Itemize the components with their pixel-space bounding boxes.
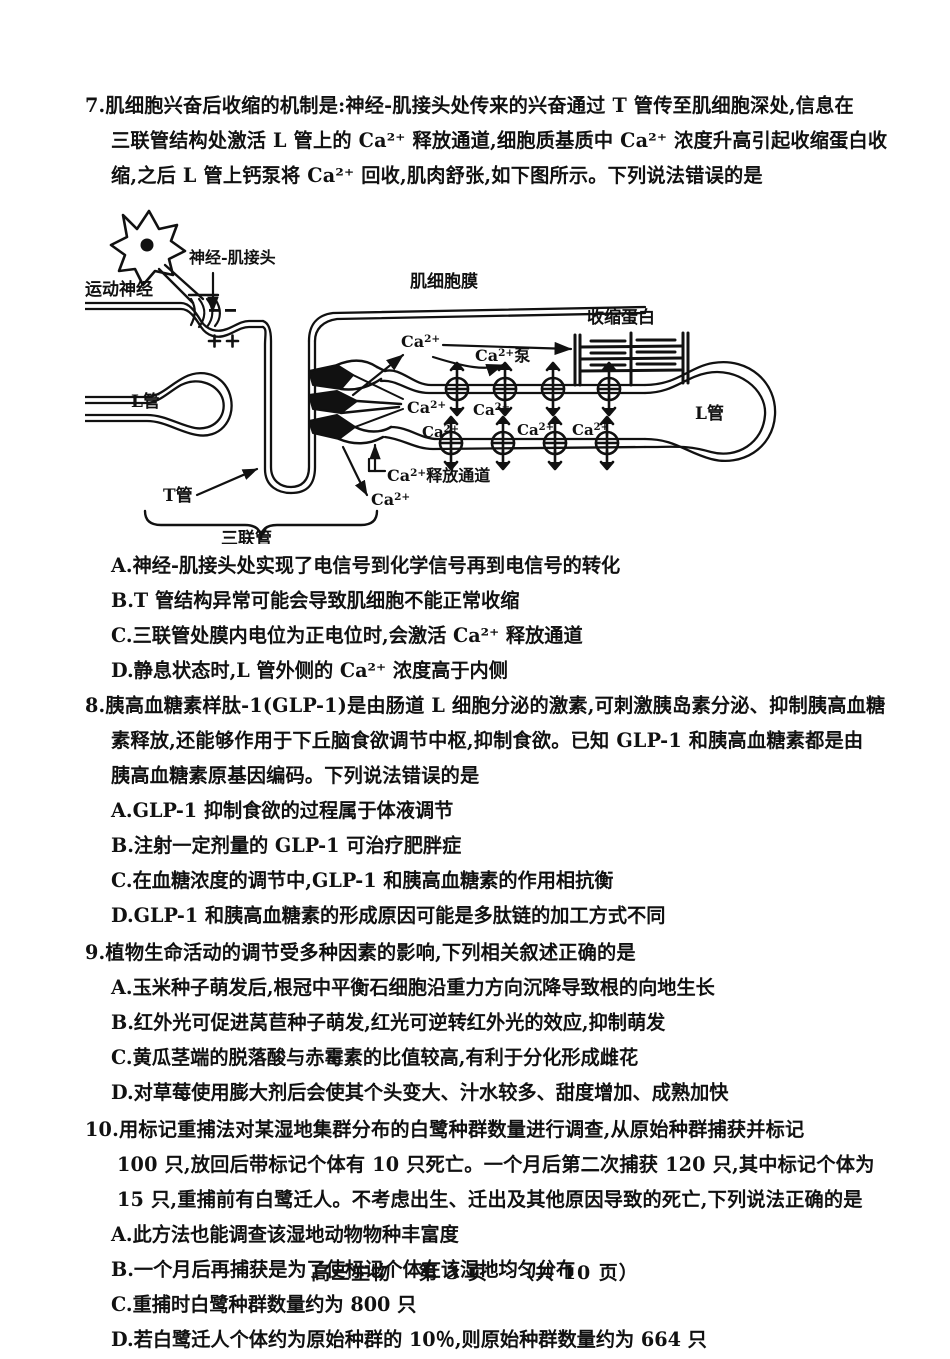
label-l-tube-right: L管 xyxy=(695,403,724,424)
question-7-stem-line-2: 三联管结构处激活 L 管上的 Ca²⁺ 释放通道,细胞质基质中 Ca²⁺ 浓度升… xyxy=(111,129,888,152)
label-neuromuscular-junction: 神经-肌接头 xyxy=(189,248,276,267)
question-10-option-c: C.重捕时白鹭种群数量约为 800 只 xyxy=(111,1293,417,1316)
arrow-channel-to-ca xyxy=(351,353,405,397)
label-l-tube-left: L管 xyxy=(131,391,160,412)
contractile-protein-icon xyxy=(573,331,690,387)
sr-lower-inner xyxy=(383,435,647,451)
sr-upper-inner xyxy=(379,379,647,395)
question-9-option-c: C.黄瓜茎端的脱落酸与赤霉素的比值较高,有利于分化形成雌花 xyxy=(111,1046,639,1069)
question-8-option-c: C.在血糖浓度的调节中,GLP-1 和胰高血糖素的作用相抗衡 xyxy=(111,869,614,892)
label-ca-pump-lower-3: Ca2+ xyxy=(572,421,609,439)
ca-release-channels xyxy=(308,359,403,445)
label-t-tube: T管 xyxy=(163,485,193,506)
footer-subject: 高三生物 xyxy=(311,1262,392,1284)
ca-pumps-upper xyxy=(444,361,622,417)
question-7-option-c: C.三联管处膜内电位为正电位时,会激活 Ca²⁺ 释放通道 xyxy=(111,624,583,647)
neuron-nucleus-icon xyxy=(140,238,154,252)
question-7-stem-line-1: 7.肌细胞兴奋后收缩的机制是:神经-肌接头处传来的兴奋通过 T 管传至肌细胞深处… xyxy=(85,94,854,117)
label-ca-release-channel: Ca2+释放通道 xyxy=(387,466,490,485)
t-tube-outer-right xyxy=(289,339,311,489)
question-10-option-a: A.此方法也能调查该湿地动物物种丰富度 xyxy=(111,1223,459,1246)
sr-lower-outer xyxy=(389,425,647,441)
question-9: 9.植物生命活动的调节受多种因素的影响,下列相关叙述正确的是 A.玉米种子萌发后… xyxy=(85,935,875,1110)
label-ca-cytosol: Ca2+ xyxy=(407,398,446,417)
question-8-stem-line-1: 8.胰高血糖素样肽-1(GLP-1)是由肠道 L 细胞分泌的激素,可刺激胰岛素分… xyxy=(85,694,886,717)
l-tube-left-outer xyxy=(85,372,233,437)
question-10-stem-line-1: 10.用标记重捕法对某湿地集群分布的白鹭种群数量进行调查,从原始种群捕获并标记 xyxy=(85,1118,805,1141)
label-motor-neuron: 运动神经 xyxy=(85,279,153,300)
positive-charges xyxy=(207,334,240,348)
negative-charge-1 xyxy=(209,309,220,312)
page-content: 7.肌细胞兴奋后收缩的机制是:神经-肌接头处传来的兴奋通过 T 管传至肌细胞深处… xyxy=(85,88,888,1359)
label-ca-pump-upper-1: Ca2+ xyxy=(473,401,510,419)
ca-pumps-lower xyxy=(438,415,620,471)
question-9-option-d: D.对草莓使用膨大剂后会使其个头变大、汁水较多、甜度增加、成熟加快 xyxy=(111,1081,729,1104)
label-ca-pump-lower-1: Ca2+ xyxy=(517,421,554,439)
arrow-ca-diffuse xyxy=(341,445,369,497)
question-10-option-b: B.一个月后再捕获是为了使标记个体在该湿地均匀分布 xyxy=(111,1258,576,1281)
question-7-options: A.神经-肌接头处实现了电信号到化学信号再到电信号的转化 B.T 管结构异常可能… xyxy=(85,548,875,688)
l-tube-right-outer xyxy=(643,360,777,462)
label-contractile-protein: 收缩蛋白 xyxy=(587,307,655,328)
question-7-option-b: B.T 管结构异常可能会导致肌细胞不能正常收缩 xyxy=(111,589,520,612)
t-tube-inner-right xyxy=(289,339,317,495)
sr-upper-outer xyxy=(383,369,647,387)
arrow-t-tube-label xyxy=(195,467,259,497)
sarcolemma-outer xyxy=(307,305,647,343)
question-10: 10.用标记重捕法对某湿地集群分布的白鹭种群数量进行调查,从原始种群捕获并标记 … xyxy=(85,1112,875,1357)
membrane-outer-left xyxy=(85,301,265,332)
question-10-stem-line-2: 100 只,放回后带标记个体有 10 只死亡。一个月后第二次捕获 120 只,其… xyxy=(117,1153,875,1176)
l-tube-right-inner xyxy=(643,370,767,455)
page-footer: 高三生物 第 3 页 （共 10 页） xyxy=(0,1258,950,1285)
label-ca-pump: Ca2+泵 xyxy=(475,346,530,365)
question-8-stem-line-2: 素释放,还能够作用于下丘脑食欲调节中枢,抑制食欲。已知 GLP-1 和胰高血糖素… xyxy=(111,729,864,752)
question-8-option-a: A.GLP-1 抑制食欲的过程属于体液调节 xyxy=(111,799,454,822)
question-7: 7.肌细胞兴奋后收缩的机制是:神经-肌接头处传来的兴奋通过 T 管传至肌细胞深处… xyxy=(85,88,888,193)
question-7-option-d: D.静息状态时,L 管外侧的 Ca²⁺ 浓度高于内侧 xyxy=(111,659,508,682)
question-7-stem-line-3: 缩,之后 L 管上钙泵将 Ca²⁺ 回收,肌肉舒张,如下图所示。下列说法错误的是 xyxy=(111,164,763,187)
membrane-inner-left xyxy=(85,307,265,338)
neuron-soma-icon xyxy=(109,209,187,287)
question-8-stem-line-3: 胰高血糖素原基因编码。下列说法错误的是 xyxy=(111,764,480,787)
label-triad: 三联管 xyxy=(221,528,272,544)
label-ca-bottom: Ca2+ xyxy=(371,490,410,509)
question-8-option-d: D.GLP-1 和胰高血糖素的形成原因可能是多肽链的加工方式不同 xyxy=(111,904,666,927)
question-10-stem-line-3: 15 只,重捕前有白鹭迁人。不考虑出生、迁出及其他原因导致的死亡,下列说法正确的… xyxy=(117,1188,863,1211)
t-tube-inner-left xyxy=(261,325,293,495)
question-9-option-a: A.玉米种子萌发后,根冠中平衡石细胞沿重力方向沉降导致根的向地生长 xyxy=(111,976,715,999)
triad-bracket xyxy=(143,509,379,541)
question-8: 8.胰高血糖素样肽-1(GLP-1)是由肠道 L 细胞分泌的激素,可刺激胰岛素分… xyxy=(85,688,886,933)
negative-charge-2 xyxy=(225,309,236,312)
question-9-stem-line-1: 9.植物生命活动的调节受多种因素的影响,下列相关叙述正确的是 xyxy=(85,941,636,964)
sarcolemma-inner xyxy=(313,311,647,343)
arrow-ca-to-pump xyxy=(431,355,505,377)
footer-page-number: 第 3 页 xyxy=(418,1262,488,1284)
question-7-option-a: A.神经-肌接头处实现了电信号到化学信号再到电信号的转化 xyxy=(111,554,621,577)
question-8-option-b: B.注射一定剂量的 GLP-1 可治疗肥胖症 xyxy=(111,834,462,857)
label-ca-center: Ca2+ xyxy=(401,332,440,351)
muscle-cell-diagram: 运动神经 神经-肌接头 肌细胞膜 收缩蛋白 L管 L管 T管 三联管 Ca2+释… xyxy=(85,199,875,544)
arrow-ca-to-protein xyxy=(441,341,573,356)
question-9-option-b: B.红外光可促进莴苣种子萌发,红光可逆转红外光的效应,抑制萌发 xyxy=(111,1011,666,1034)
footer-total-pages: （共 10 页） xyxy=(515,1262,639,1284)
t-tube-outer-left xyxy=(261,319,293,489)
label-muscle-cell-membrane: 肌细胞膜 xyxy=(410,271,478,292)
l-tube-left-inner xyxy=(85,380,225,430)
axon-line xyxy=(157,267,195,305)
question-10-option-d: D.若白鹭迁人个体约为原始种群的 10％,则原始种群数量约为 664 只 xyxy=(111,1328,707,1351)
